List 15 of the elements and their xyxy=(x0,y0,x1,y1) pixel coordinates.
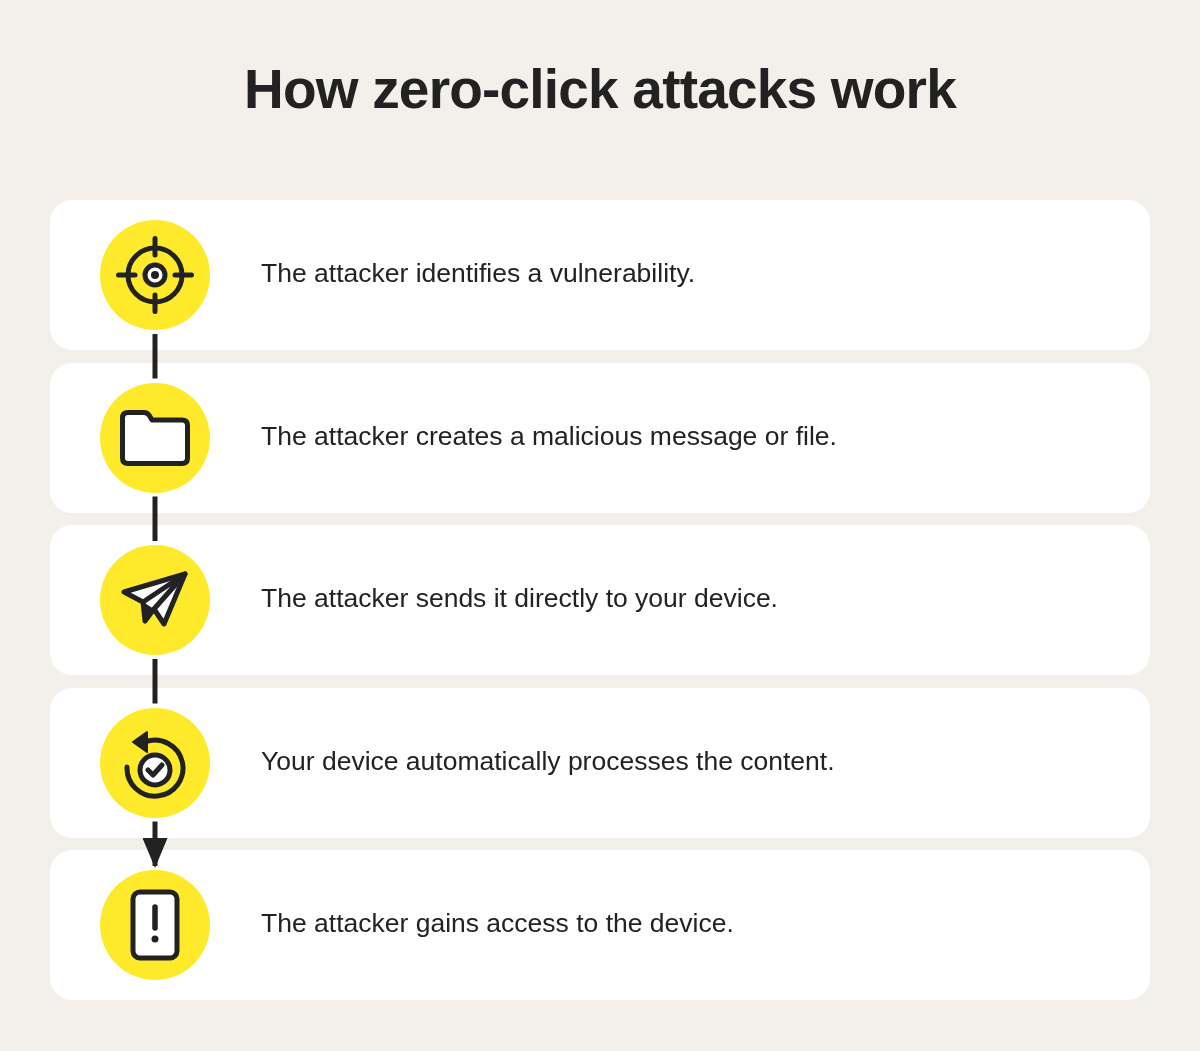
title: How zero-click attacks work xyxy=(244,58,956,120)
step-card xyxy=(50,850,1150,1000)
step-card xyxy=(50,687,1150,838)
step-text: The attacker sends it directly to your device. xyxy=(261,583,778,615)
step-text: The attacker creates a malicious message or file. xyxy=(261,420,837,453)
step-card xyxy=(50,525,1150,675)
connector-line xyxy=(152,496,158,541)
step-text: The attacker identifies a vulnerability. xyxy=(261,258,696,290)
step-text: The attacker gains access to the device. xyxy=(261,908,734,940)
connector-line xyxy=(152,659,158,704)
step-text: Your device automatically processes the content. xyxy=(261,745,835,778)
connector-line xyxy=(152,334,158,379)
step-card xyxy=(50,362,1150,513)
step-card xyxy=(50,200,1150,350)
arrow xyxy=(142,821,168,868)
